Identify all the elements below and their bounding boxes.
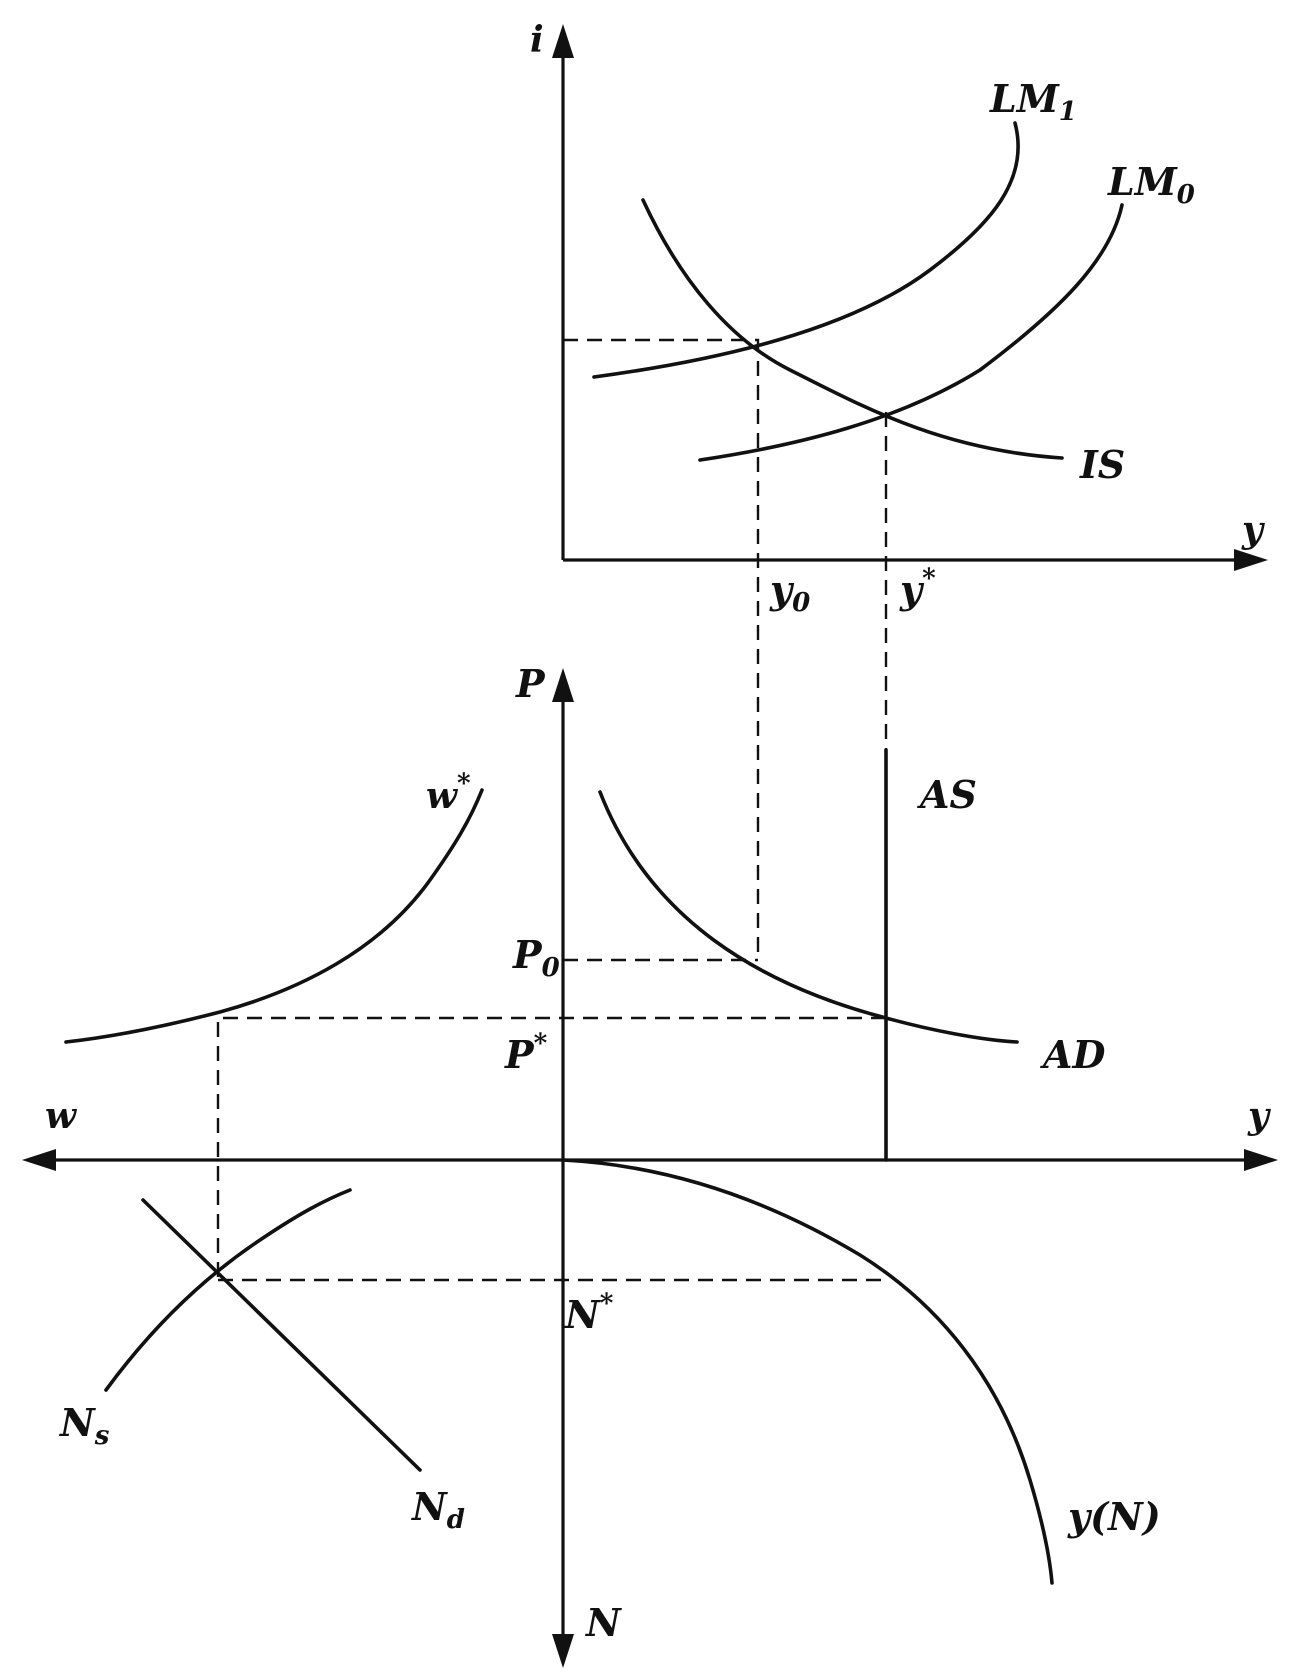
i-axis-label: i: [530, 19, 544, 61]
n-axis-label: N: [585, 1600, 622, 1645]
guide-pstar: [216, 1016, 886, 1280]
ns-label: Ns: [59, 1400, 110, 1451]
wstar-label: w*: [426, 769, 471, 817]
is-curve: [641, 198, 1064, 460]
y-axis-top-label: y: [1241, 509, 1265, 551]
y-axis-top-arrow: [1234, 549, 1268, 571]
ad-label: AD: [1040, 1032, 1105, 1077]
is-label: IS: [1079, 442, 1125, 487]
w-axis-label: w: [45, 1095, 78, 1137]
as-label: AS: [917, 772, 977, 817]
ad-curve: [598, 790, 1019, 1044]
p0-label: P0: [512, 932, 560, 983]
guide-y0: [563, 338, 760, 960]
wstar-curve: [64, 788, 484, 1044]
y-axis-mid-label: y: [1247, 1095, 1271, 1137]
lm0-label: LM0: [1107, 159, 1195, 210]
nstar-label: N*: [564, 1289, 614, 1337]
yn-curve: [561, 1158, 1054, 1585]
pstar-label: P*: [504, 1029, 548, 1077]
ad-as-panel: P AS w* P0 P* AD w y N* Ns Nd y(N) N: [22, 661, 1278, 1668]
p-axis-label: P: [515, 661, 546, 706]
nd-line: [141, 1198, 422, 1472]
y0-label: y0: [769, 567, 810, 618]
lm0-curve: [698, 203, 1124, 462]
lm1-label: LM1: [989, 76, 1077, 127]
yn-label: y(N): [1067, 1494, 1161, 1539]
w-axis-arrow: [22, 1149, 56, 1171]
nd-label: Nd: [411, 1484, 465, 1535]
p-axis-arrow: [552, 668, 574, 702]
islm-panel: i y LM1 LM0 IS y0 y*: [530, 19, 1268, 1012]
n-axis-arrow: [552, 1634, 574, 1668]
lm1-curve: [592, 121, 1020, 379]
i-axis-arrow: [552, 24, 574, 58]
y-axis-mid-arrow: [1244, 1149, 1278, 1171]
ns-curve: [104, 1188, 352, 1392]
ystar-label: y*: [899, 564, 936, 612]
